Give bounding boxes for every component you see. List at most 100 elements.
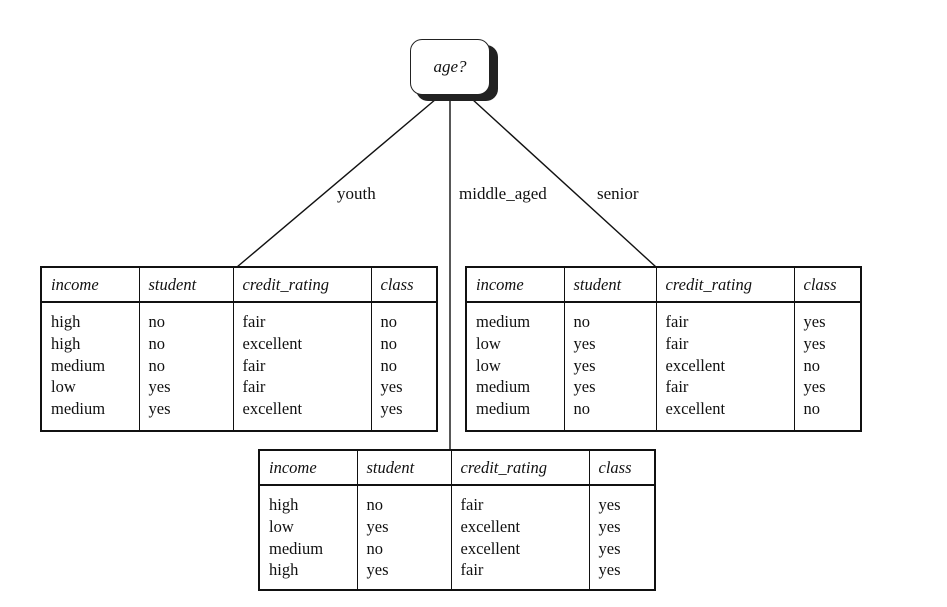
table-cell: no — [380, 355, 398, 375]
table-cell: fair — [460, 560, 484, 580]
table-cell: low — [51, 377, 76, 397]
root-node-age: age? — [410, 39, 490, 95]
table-cell: excellent — [665, 399, 726, 419]
table-cell: no — [573, 399, 591, 419]
table-cell: low — [476, 355, 501, 375]
column-header-student: student — [564, 268, 657, 303]
table-cell: yes — [366, 516, 389, 536]
table-cell: no — [148, 333, 166, 353]
table-cell: yes — [598, 560, 621, 580]
table-cell: fair — [460, 495, 484, 514]
column-header-class: class — [371, 268, 438, 303]
edge-senior — [471, 98, 657, 268]
table-cell: no — [573, 312, 591, 331]
table-cell: fair — [242, 312, 266, 331]
branch-label-youth: youth — [337, 184, 376, 203]
table-cell: yes — [573, 377, 596, 397]
table-cell: no — [380, 312, 398, 331]
table-cell: no — [148, 312, 166, 331]
table-cell: excellent — [460, 538, 521, 558]
table-cell: medium — [269, 538, 324, 558]
column-header-credit-rating: credit_rating — [451, 451, 590, 486]
table-cell: no — [366, 495, 384, 514]
branch-label-middle-aged: middle_aged — [459, 184, 547, 203]
table-cell: high — [51, 333, 81, 353]
table-cell: no — [366, 538, 384, 558]
column-header-income: income — [467, 268, 565, 303]
table-cell: medium — [51, 399, 106, 419]
branch-label-senior: senior — [597, 184, 639, 203]
table-cell: fair — [665, 377, 689, 397]
column-header-student: student — [139, 268, 234, 303]
table-cell: medium — [476, 377, 531, 397]
column-header-student: student — [357, 451, 452, 486]
table-cell: yes — [803, 377, 826, 397]
table-cell: fair — [242, 377, 266, 397]
table-cell: high — [51, 312, 81, 331]
column-header-class: class — [589, 451, 654, 486]
table-cell: high — [269, 560, 299, 580]
edge-youth — [236, 98, 437, 268]
column-header-credit-rating: credit_rating — [656, 268, 795, 303]
table-cell: yes — [573, 355, 596, 375]
table-cell: yes — [380, 377, 403, 397]
table-cell: low — [476, 333, 501, 353]
table-cell: yes — [380, 399, 403, 419]
table-cell: yes — [573, 333, 596, 353]
table-cell: fair — [242, 355, 266, 375]
table-cell: yes — [598, 538, 621, 558]
table-cell: medium — [476, 312, 531, 331]
table-cell: excellent — [665, 355, 726, 375]
table-cell: yes — [598, 516, 621, 536]
table-cell: yes — [366, 560, 389, 580]
column-header-credit-rating: credit_rating — [233, 268, 372, 303]
root-node-label: age? — [433, 57, 467, 76]
table-cell: excellent — [242, 399, 303, 419]
table-cell: high — [269, 495, 299, 514]
column-header-income: income — [42, 268, 140, 303]
table-cell: no — [803, 355, 821, 375]
table-cell: fair — [665, 312, 689, 331]
table-cell: fair — [665, 333, 689, 353]
table-cell: medium — [476, 399, 531, 419]
table-cell: low — [269, 516, 294, 536]
table-cell: excellent — [242, 333, 303, 353]
table-cell: no — [803, 399, 821, 419]
table-cell: no — [148, 355, 166, 375]
table-cell: yes — [148, 399, 171, 419]
table-cell: yes — [148, 377, 171, 397]
table-cell: yes — [803, 312, 826, 331]
column-header-class: class — [794, 268, 860, 303]
table-cell: yes — [598, 495, 621, 514]
table-cell: yes — [803, 333, 826, 353]
table-cell: medium — [51, 355, 106, 375]
table-cell: no — [380, 333, 398, 353]
table-cell: excellent — [460, 516, 521, 536]
column-header-income: income — [260, 451, 358, 486]
